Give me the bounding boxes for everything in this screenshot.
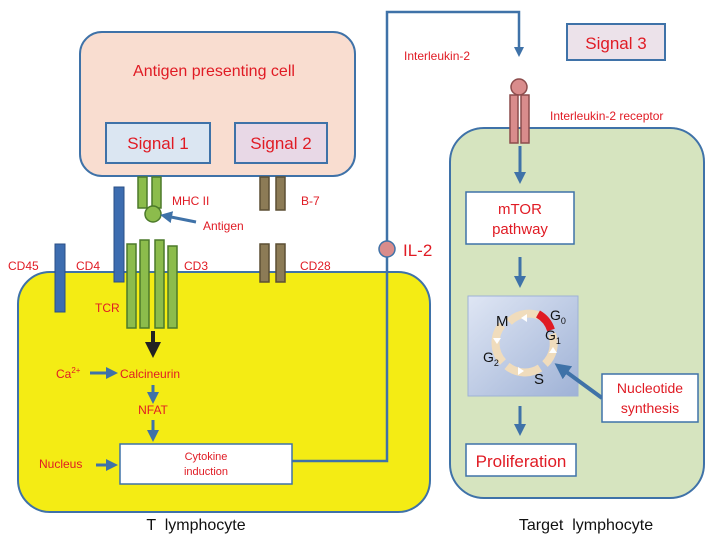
- cell-cycle-ring: [491, 309, 558, 377]
- cd3-chain: [167, 245, 178, 329]
- il2-receptor-right: [520, 94, 530, 144]
- signal-3-label: Signal 3: [585, 34, 646, 53]
- cd3-label: CD3: [184, 259, 208, 273]
- b7-right-chain: [275, 176, 286, 211]
- il2-circle: [378, 240, 396, 258]
- cytokine-label-line1: Cytokine: [185, 451, 228, 463]
- signal-2-label: Signal 2: [250, 134, 311, 153]
- cd45-label: CD45: [8, 259, 39, 273]
- cd4-receptor: [113, 186, 125, 283]
- signal-3-box: [566, 23, 666, 61]
- mhc-ii-left-chain: [137, 176, 148, 209]
- target-lymphocyte-caption: Target lymphocyte: [519, 517, 653, 534]
- signal-2-box: [234, 122, 328, 164]
- cd45-receptor: [54, 243, 66, 313]
- mtor-label-line1: mTOR: [498, 201, 542, 218]
- tcr-chain-2: [139, 239, 150, 329]
- mhc-ii-right-chain: [151, 176, 162, 209]
- cd28-label: CD28: [300, 259, 331, 273]
- tcr-chain-3: [154, 239, 165, 329]
- il2-receptor-label: Interleukin-2 receptor: [550, 109, 663, 123]
- nfat-label: NFAT: [138, 403, 168, 417]
- cycle-g1-label: G1: [545, 327, 561, 346]
- proliferation-label: Proliferation: [476, 452, 567, 471]
- tcr-chain-1: [126, 243, 137, 329]
- mhc-ii-label: MHC II: [172, 194, 209, 208]
- antigen-arrow: [160, 211, 197, 224]
- cd28-left-chain: [259, 243, 270, 283]
- cycle-s-label: S: [534, 371, 544, 388]
- calcineurin-label: Calcineurin: [120, 367, 180, 381]
- il2-label: IL-2: [403, 241, 432, 260]
- nucleotide-label-line2: synthesis: [621, 400, 679, 416]
- nucleotide-arrow: [554, 363, 604, 400]
- proliferation-box: [465, 443, 577, 477]
- antigen-circle: [144, 205, 162, 223]
- mtor-label-line2: pathway: [492, 221, 548, 238]
- cycle-m-label: M: [496, 313, 509, 330]
- nucleotide-label-line1: Nucleotide: [617, 380, 683, 396]
- cycle-g0-label: G0: [550, 307, 566, 326]
- nucleotide-synthesis-box: [601, 373, 699, 423]
- interleukin-2-label: Interleukin-2: [404, 49, 470, 63]
- apc-title: Antigen presenting cell: [133, 63, 295, 80]
- signal-1-label: Signal 1: [127, 134, 188, 153]
- ca-label: Ca2+: [56, 366, 81, 381]
- signal-1-box: [105, 122, 211, 164]
- b7-label: B-7: [301, 194, 320, 208]
- tcr-label: TCR: [95, 301, 120, 315]
- b7-left-chain: [259, 176, 270, 211]
- t-lymphocyte-caption: T lymphocyte: [146, 517, 245, 534]
- cd28-right-chain: [275, 243, 286, 283]
- mtor-pathway-box: [465, 191, 575, 245]
- il2-receptor-left: [509, 94, 519, 144]
- cytokine-induction-box: [119, 443, 293, 485]
- cycle-g2-label: G2: [483, 349, 499, 368]
- cytokine-label-line2: induction: [184, 466, 228, 478]
- il2-ligand-circle: [510, 78, 528, 96]
- nucleus-label: Nucleus: [39, 457, 82, 471]
- il2-connector-line: [292, 10, 524, 463]
- antigen-label: Antigen: [203, 219, 244, 233]
- cd4-label: CD4: [76, 259, 100, 273]
